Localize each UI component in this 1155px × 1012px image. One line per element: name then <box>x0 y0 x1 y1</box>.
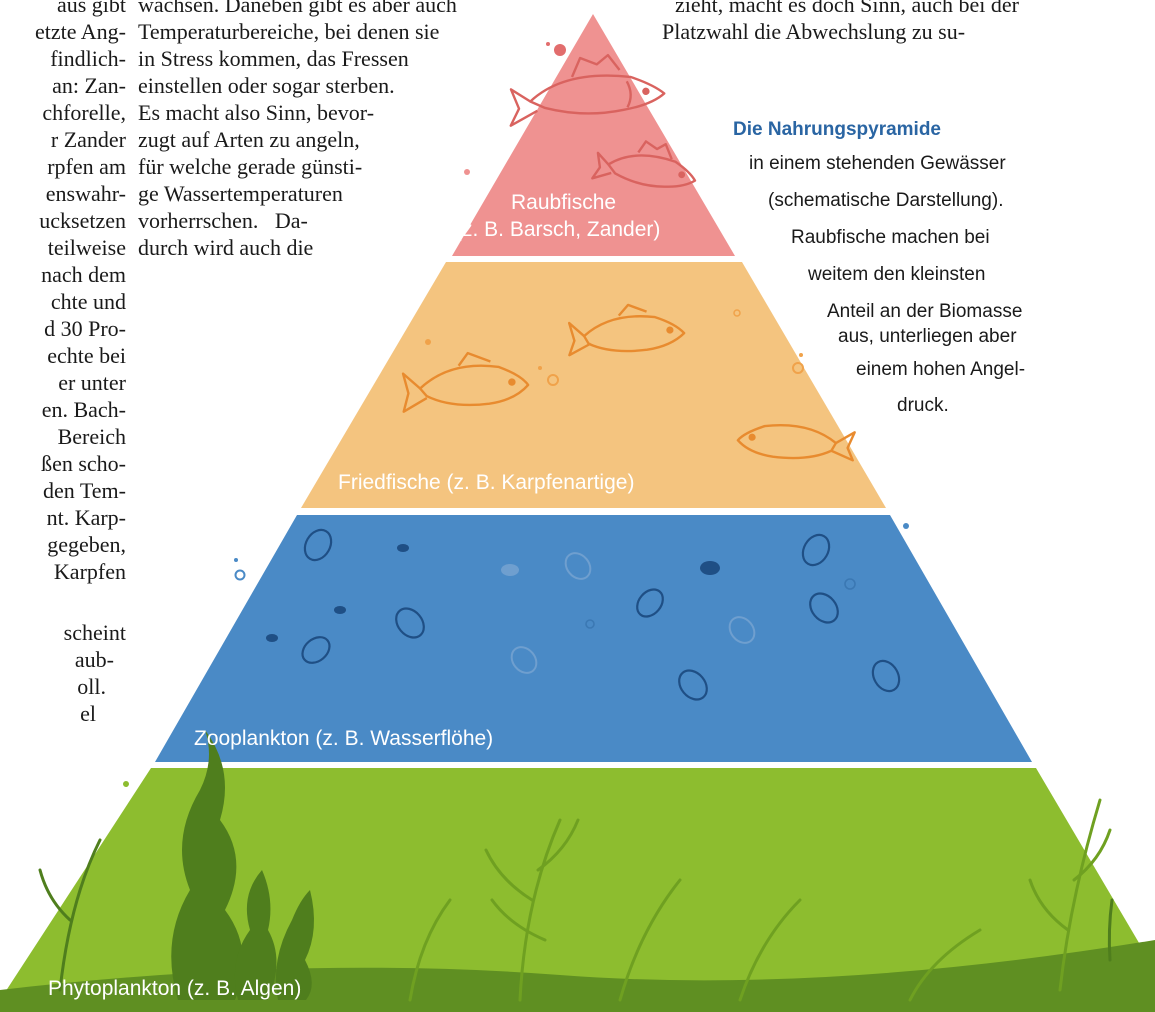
copepod-icon <box>501 564 519 576</box>
left-text-line: den Tem- <box>43 478 126 503</box>
left-text-line: en. Bach- <box>41 397 126 422</box>
bubble <box>585 619 595 629</box>
left-text-line: r Zander <box>50 127 126 152</box>
left-text-line: aub- <box>74 647 114 672</box>
left-text-line: enswahr- <box>45 181 126 206</box>
left-text-line: er unter <box>58 370 126 395</box>
copepod-icon <box>266 544 720 642</box>
left-text-line: el <box>80 701 96 726</box>
bubble <box>538 366 542 370</box>
left-text-line: etzte Ang- <box>34 19 126 44</box>
bubble <box>546 42 550 46</box>
bubble <box>792 362 804 374</box>
raubfische-example-label: (z. B. Barsch, Zander) <box>455 218 661 241</box>
left-text-line: Karpfen <box>53 559 126 584</box>
bubble <box>464 169 470 175</box>
left-text-line: findlich- <box>50 46 126 71</box>
bubble <box>234 558 238 562</box>
zooplankton-label: Zooplankton (z. B. Wasserflöhe) <box>194 727 494 750</box>
middle-text-line: Es macht also Sinn, bevor- <box>138 100 375 125</box>
caption-line: aus, unterliegen aber <box>838 326 1017 347</box>
right-text-line: Platzwahl die Abwechslung zu su- <box>662 19 966 44</box>
pyramid-level-raubfische <box>452 14 735 256</box>
seagrass-icon <box>38 838 1114 992</box>
middle-text-line: in Stress kommen, das Fressen <box>138 46 409 71</box>
friedfische-label: Friedfische (z. B. Karpfenartige) <box>338 471 635 494</box>
bubble <box>547 374 559 386</box>
left-text-line: rpfen am <box>47 154 126 179</box>
caption-line: Anteil an der Biomasse <box>827 301 1023 322</box>
algae-plant-icon <box>171 730 314 1000</box>
carp-fish-icon <box>567 303 686 357</box>
bubble <box>123 781 129 787</box>
middle-text-line: vorherrschen. Da- <box>138 208 308 233</box>
bubble <box>425 339 431 345</box>
middle-text-line: für welche gerade günsti- <box>138 154 363 179</box>
middle-text-line: Temperaturbereiche, bei denen sie <box>138 19 440 44</box>
perch-fish-icon <box>509 53 666 127</box>
left-text-line: Bereich <box>57 424 126 449</box>
caption-line: Raubfische machen bei <box>791 227 990 248</box>
carp-fish-icon <box>736 424 856 462</box>
middle-text-line: durch wird auch die <box>138 235 314 260</box>
caption-title: Die Nahrungspyramide <box>733 119 941 140</box>
raubfische-label: Raubfische <box>511 191 617 214</box>
left-text-line: chte und <box>50 289 126 314</box>
water-flea-icon <box>301 528 901 701</box>
pyramid-caption: Die Nahrungspyramide in einem stehenden … <box>0 0 1155 420</box>
seagrass-icon <box>408 798 1112 1002</box>
middle-text-line: einstellen oder sogar sterben. <box>138 73 395 98</box>
phytoplankton-label: Phytoplankton (z. B. Algen) <box>48 977 302 1000</box>
left-text-line: ucksetzen <box>39 208 126 233</box>
left-text-line: an: Zan- <box>52 73 126 98</box>
left-text-line: oll. <box>77 674 106 699</box>
left-text-line: d 30 Pro- <box>44 316 126 341</box>
bubble <box>733 309 741 317</box>
left-text-line: echte bei <box>47 343 126 368</box>
pyramid-level-zooplankton <box>155 515 1032 762</box>
bubble <box>554 44 566 56</box>
left-text-line: nt. Karp- <box>46 505 126 530</box>
middle-text-line: wachsen. Daneben gibt es aber auch <box>138 0 457 17</box>
perch-fish-icon <box>591 140 697 188</box>
caption-line: (schematische Darstellung). <box>768 190 1004 211</box>
bubble <box>903 523 909 529</box>
right-text-line: zieht, macht es doch Sinn, auch bei der <box>675 0 1019 17</box>
middle-text-line: ge Wassertemperaturen <box>138 181 343 206</box>
left-text-line: aus gibt <box>56 0 126 17</box>
caption-line: in einem stehenden Gewässer <box>749 153 1006 174</box>
pyramid-level-friedfische <box>301 262 886 508</box>
middle-text-line: zugt auf Arten zu angeln, <box>138 127 360 152</box>
left-text-column: aus gibt etzte Ang- findlich- an: Zan- c… <box>0 0 126 860</box>
caption-line: druck. <box>897 395 949 416</box>
carp-fish-icon <box>401 351 530 413</box>
bubble <box>844 578 856 590</box>
left-text-line: scheint <box>63 620 126 645</box>
left-text-line: gegeben, <box>47 532 126 557</box>
bubble <box>799 353 803 357</box>
caption-line: weitem den kleinsten <box>808 264 986 285</box>
water-flea-icon <box>510 552 756 674</box>
left-text-line: teilweise <box>47 235 126 260</box>
left-text-line: chforelle, <box>42 100 126 125</box>
caption-line: einem hohen Angel- <box>856 359 1026 380</box>
left-text-line: ßen scho- <box>41 451 126 476</box>
left-text-line: nach dem <box>41 262 126 287</box>
bubble <box>234 569 246 581</box>
